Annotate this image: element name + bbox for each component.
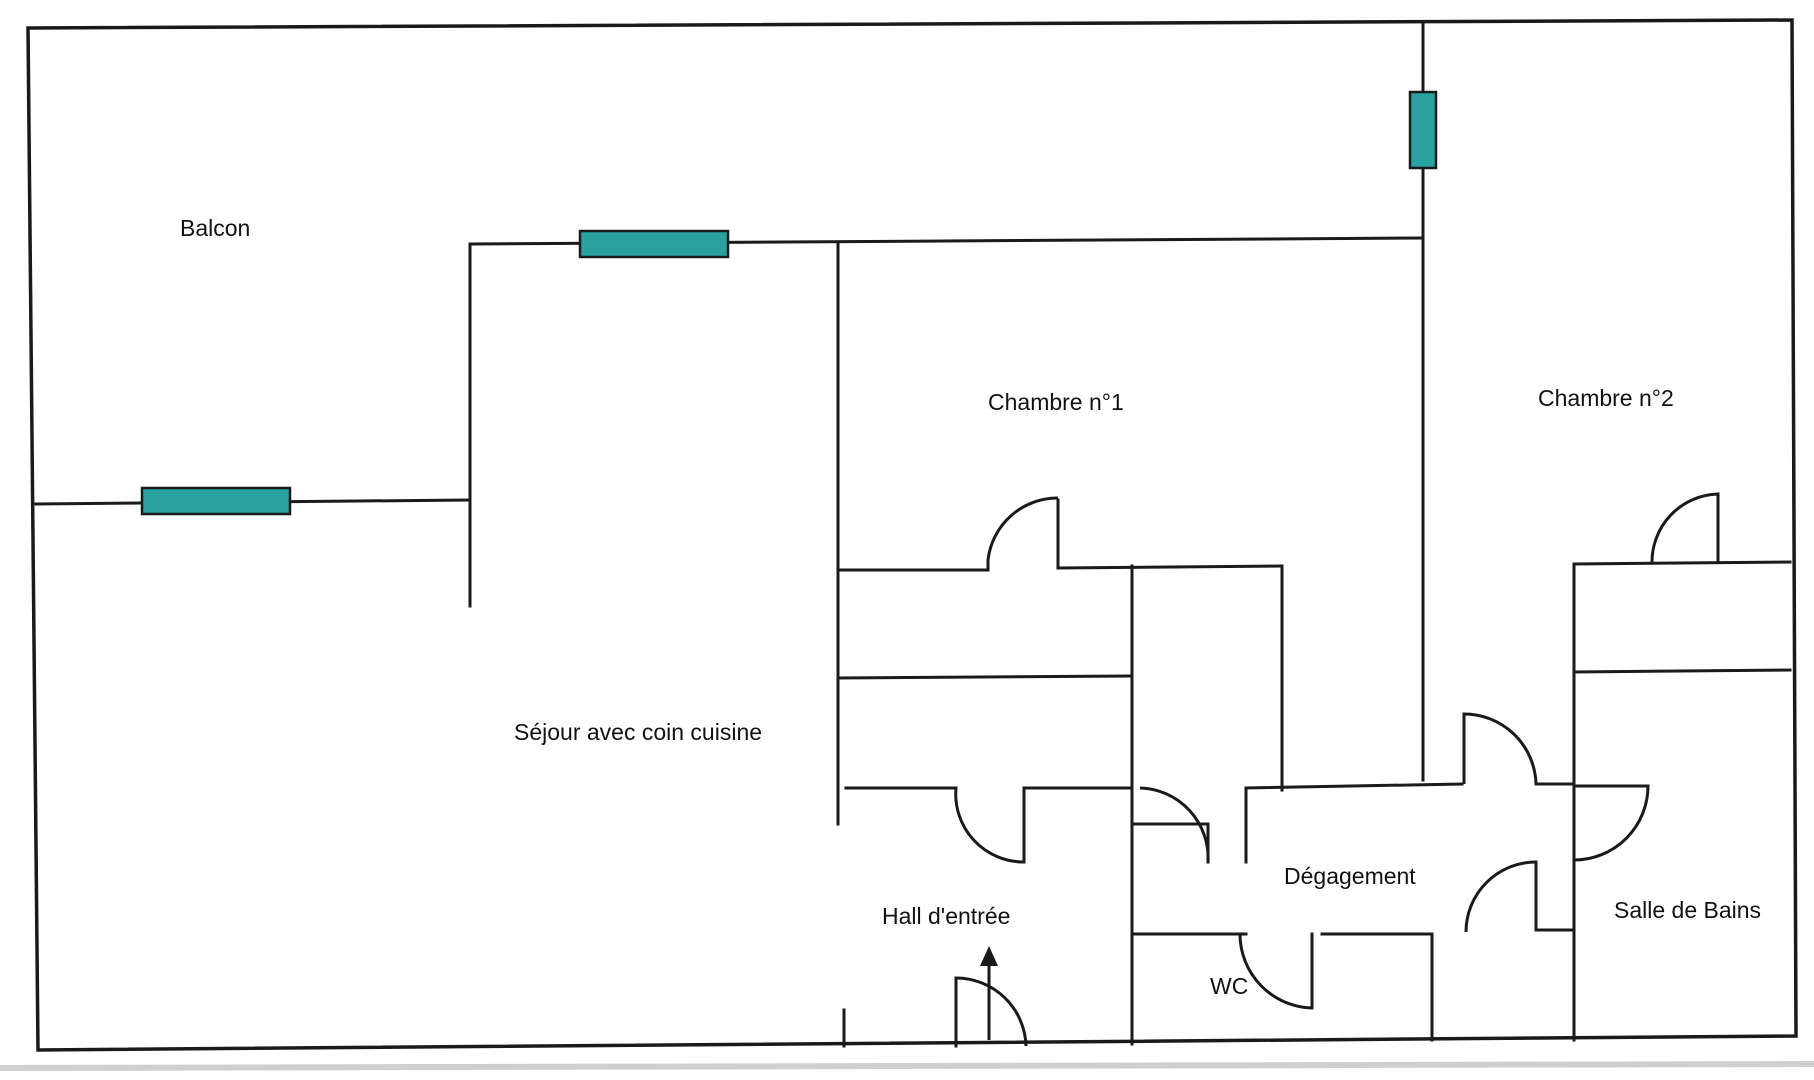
page-edge [0,1061,1814,1071]
entrance-arrow [980,946,998,1040]
door-wc [1238,933,1314,1010]
label-degagement: Dégagement [1284,863,1416,889]
window-balcon-left [140,486,292,516]
label-chambre1: Chambre n°1 [988,389,1124,415]
chambre2-bottom-wall [1572,492,1792,1042]
door-chambre1 [986,496,1059,570]
entrance-door [842,976,1028,1048]
closet-walls [836,564,1284,1046]
door-hall-sejour [954,787,1025,864]
label-sejour: Séjour avec coin cuisine [514,719,762,745]
label-salle-de-bains: Salle de Bains [1614,897,1761,923]
label-hall: Hall d'entrée [882,903,1010,929]
wc-walls [1130,782,1464,1042]
label-wc: WC [1210,973,1248,999]
window-chambre2 [1408,90,1438,170]
hall-top-wall [844,786,1134,864]
balcony-walls [34,22,1425,782]
door-degagement-chambre2 [1462,712,1538,785]
label-balcon: Balcon [180,215,250,241]
outer-wall [26,18,1798,1052]
door-degagement-sdb [1464,860,1537,933]
window-sejour-top [578,229,730,259]
label-chambre2: Chambre n°2 [1538,385,1674,411]
door-chambre2 [1650,492,1719,565]
chambre1-bottom-wall [836,498,1284,572]
door-degagement-closet [1139,786,1210,863]
door-salle-de-bains [1573,784,1650,862]
